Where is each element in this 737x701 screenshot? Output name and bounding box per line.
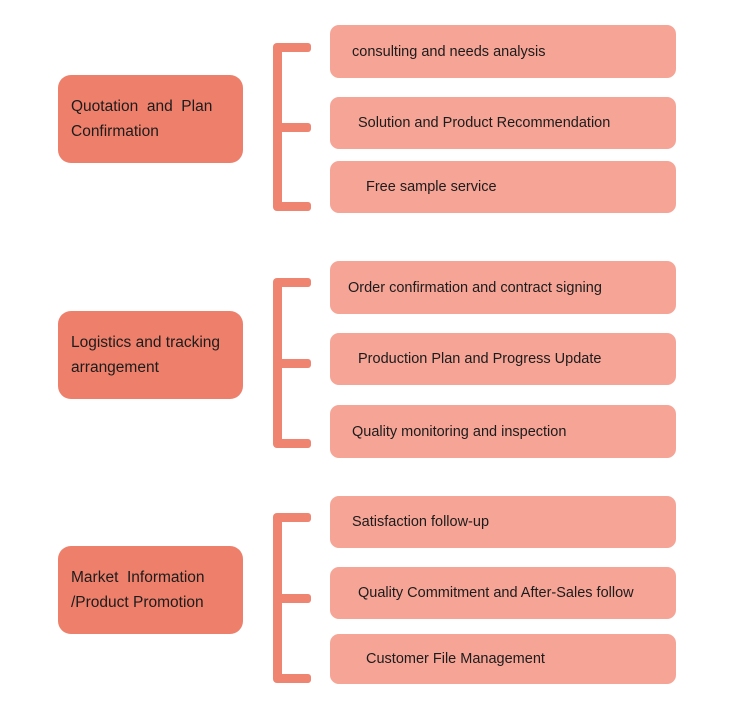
bracket-arm-top [273,278,311,287]
item-label: Satisfaction follow-up [352,514,490,530]
category-label-line: Market Information [71,569,205,586]
item-box[interactable]: Satisfaction follow-up [330,496,676,548]
item-label: Order confirmation and contract signing [348,279,602,296]
item-box[interactable]: consulting and needs analysis [330,25,676,78]
item-box[interactable]: Quality monitoring and inspection [330,405,676,458]
bracket-arm-bot [273,439,311,448]
bracket-connector [273,513,311,683]
item-label: Solution and Product Recommendation [358,115,611,131]
item-box[interactable]: Solution and Product Recommendation [330,97,676,149]
bracket-connector [273,43,311,211]
bracket-arm-bot [273,202,311,211]
bracket-arm-bot [273,674,311,683]
item-label: Quality Commitment and After-Sales follo… [358,585,634,601]
item-box[interactable]: Customer File Management [330,634,676,684]
item-box[interactable]: Order confirmation and contract signing [330,261,676,314]
item-box[interactable]: Quality Commitment and After-Sales follo… [330,567,676,619]
bracket-arm-mid [273,593,311,603]
category-box[interactable]: Logistics and tracking arrangement [58,311,243,399]
item-box[interactable]: Production Plan and Progress Update [330,333,676,385]
bracket-arm-mid [273,122,311,132]
bracket-connector [273,278,311,448]
category-label-line: Quotation and Plan [71,98,213,115]
item-label: Production Plan and Progress Update [358,351,602,367]
item-label: Quality monitoring and inspection [352,423,567,440]
bracket-arm-top [273,43,311,52]
bracket-arm-mid [273,358,311,368]
category-label-line: Confirmation [71,123,159,140]
bracket-arm-top [273,513,311,522]
category-label-line: /Product Promotion [71,594,204,611]
item-label: Free sample service [366,179,497,195]
item-box[interactable]: Free sample service [330,161,676,213]
category-label-line: arrangement [71,359,159,376]
item-label: consulting and needs analysis [352,43,546,60]
item-label: Customer File Management [366,651,545,667]
category-box[interactable]: Market Information/Product Promotion [58,546,243,634]
category-label-line: Logistics and tracking [71,334,221,351]
